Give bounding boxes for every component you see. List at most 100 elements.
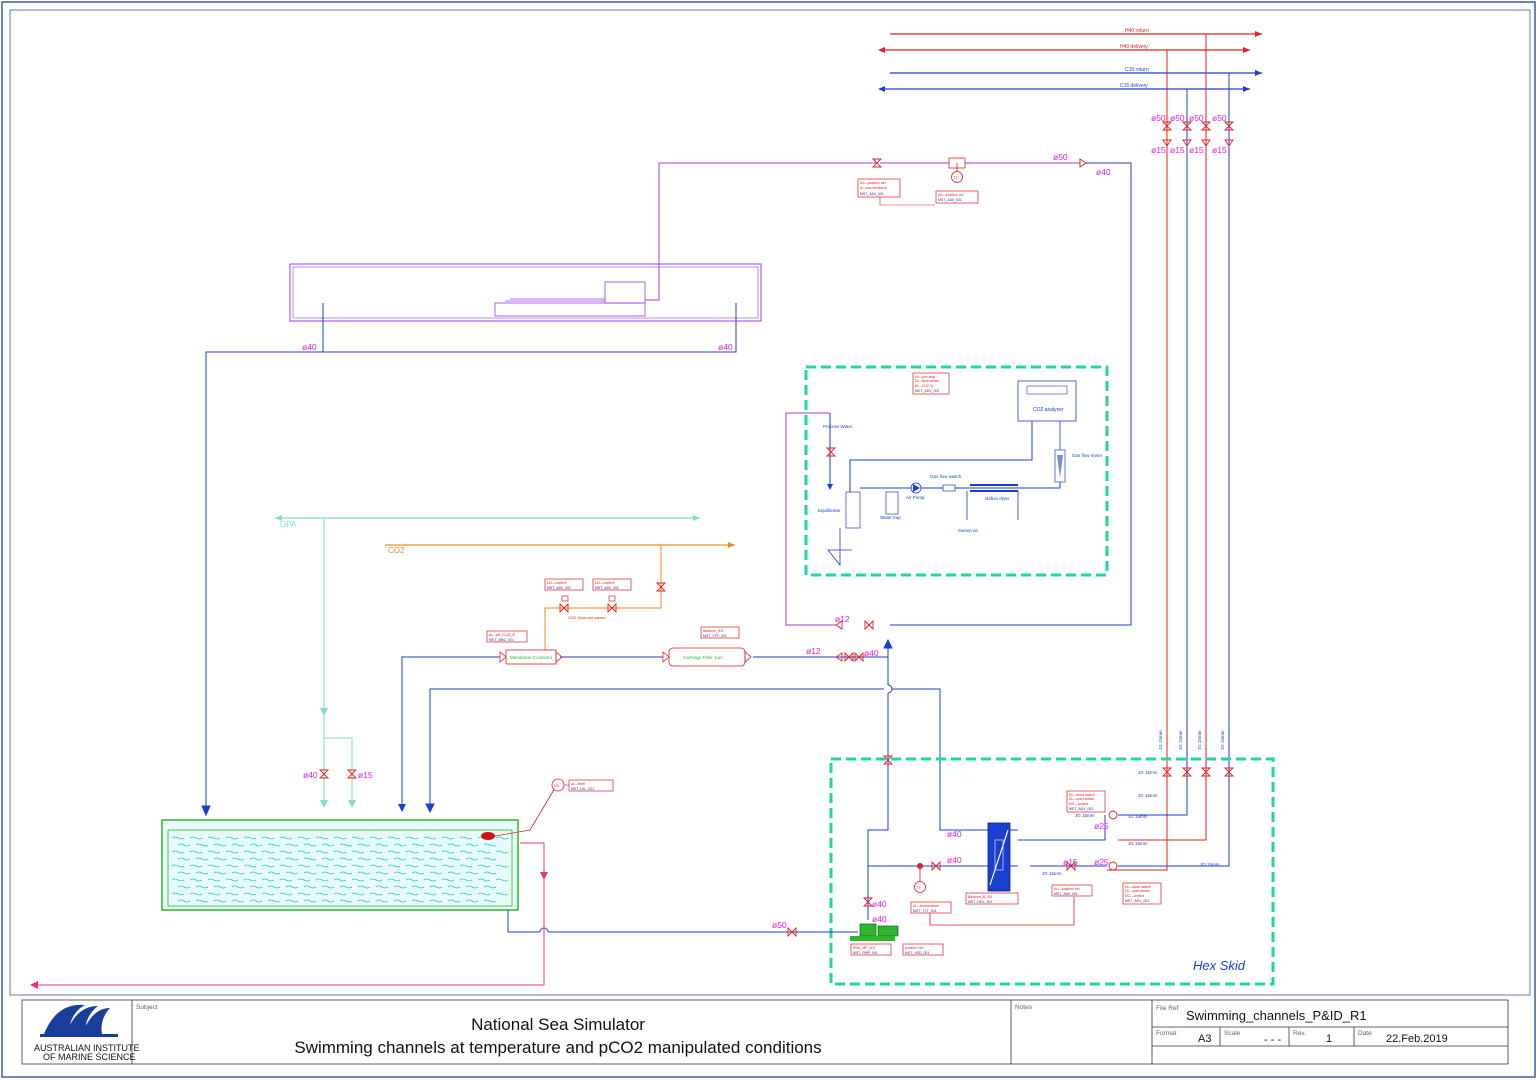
tag-t1: A0—position ctrl A—pos feedback MST_AAV_… xyxy=(857,178,901,198)
pipe-size-label: JG 15mm xyxy=(1138,770,1158,775)
water-wave xyxy=(267,843,281,847)
svg-text:Balance_B_001: Balance_B_001 xyxy=(968,895,993,899)
tag-t7: AI—pH_CL25_B MST_MBC_001 xyxy=(486,630,528,643)
title-block: AUSTRALIAN INSTITUTE OF MARINE SCIENCE S… xyxy=(21,999,1509,1065)
water-wave xyxy=(225,850,239,854)
water-wave xyxy=(423,864,437,868)
water-wave xyxy=(387,864,401,868)
size-label: ø40 xyxy=(302,342,317,352)
gpa-label: GPA xyxy=(280,520,297,529)
water-wave xyxy=(315,864,329,868)
water-wave xyxy=(393,885,407,889)
h40-delivery-label: H40 delivery xyxy=(1120,44,1148,50)
svg-text:DI—close switch: DI—close switch xyxy=(1125,885,1151,889)
arrow-right-icon xyxy=(1255,70,1262,76)
date-label: Date xyxy=(1358,1030,1372,1037)
svg-text:MST_LVL_001: MST_LVL_001 xyxy=(571,787,594,791)
svg-text:MST_AAV_002: MST_AAV_002 xyxy=(595,586,619,590)
water-wave xyxy=(285,843,299,847)
water-wave xyxy=(441,864,455,868)
membrane-contactor-label: Membrane Contactor xyxy=(510,655,553,660)
water-wave xyxy=(303,899,317,903)
water-wave xyxy=(495,836,509,840)
svg-text:AI—pH_CL25_B: AI—pH_CL25_B xyxy=(489,633,516,637)
water-wave xyxy=(351,878,365,882)
water-wave xyxy=(279,836,293,840)
water-wave xyxy=(321,885,335,889)
water-wave xyxy=(171,864,185,868)
size-label: ø15 xyxy=(1170,145,1185,155)
water-wave xyxy=(213,857,227,861)
pipe-size-label: JG 15mm xyxy=(1042,871,1062,876)
water-wave xyxy=(207,864,221,868)
water-wave xyxy=(369,836,383,840)
water-wave xyxy=(351,850,365,854)
logo-line-1: AUSTRALIAN INSTITUTE xyxy=(34,1043,140,1053)
pipe-size-label: JG 15mm xyxy=(1197,730,1202,750)
pump-icon xyxy=(859,923,877,937)
water-wave xyxy=(231,871,245,875)
water-wave xyxy=(393,843,407,847)
format-value: A3 xyxy=(1198,1033,1211,1045)
water-wave xyxy=(393,899,407,903)
gas-flow-meter-label: Gas flow meter xyxy=(1072,453,1103,458)
water-wave xyxy=(195,843,209,847)
water-wave xyxy=(231,899,245,903)
arrow-left-icon xyxy=(1243,86,1250,92)
water-wave xyxy=(357,885,371,889)
water-wave xyxy=(303,871,317,875)
file-ref-value: Swimming_channels_P&ID_R1 xyxy=(1186,1008,1367,1023)
water-wave xyxy=(213,885,227,889)
water-wave xyxy=(405,878,419,882)
water-wave xyxy=(297,850,311,854)
water-wave xyxy=(405,850,419,854)
water-wave xyxy=(261,850,275,854)
water-wave xyxy=(189,892,203,896)
water-wave xyxy=(465,899,479,903)
water-wave xyxy=(375,857,389,861)
water-wave xyxy=(423,850,437,854)
water-wave xyxy=(495,892,509,896)
svg-text:MST_AAV_001: MST_AAV_001 xyxy=(547,586,571,590)
water-wave xyxy=(465,857,479,861)
water-wave xyxy=(447,871,461,875)
water-wave xyxy=(369,878,383,882)
water-wave xyxy=(267,885,281,889)
size-label: ø25 xyxy=(1094,857,1109,867)
water-wave xyxy=(411,899,425,903)
water-wave xyxy=(339,885,353,889)
tag-t10: DI—close switch DI—open switch DO—contro… xyxy=(1122,882,1162,905)
water-wave xyxy=(195,857,209,861)
svg-text:AI—temperature: AI—temperature xyxy=(913,904,939,908)
tt-symbol-label: TT xyxy=(953,175,958,180)
water-wave xyxy=(249,885,263,889)
water-wave xyxy=(231,885,245,889)
format-label: Format xyxy=(1156,1030,1177,1037)
water-wave xyxy=(177,843,191,847)
svg-text:MST_AAV_001: MST_AAV_001 xyxy=(860,192,884,196)
water-wave xyxy=(483,885,497,889)
water-wave xyxy=(357,857,371,861)
cartridge-filter-label: Cartridge Filter 1um xyxy=(683,655,723,660)
water-wave xyxy=(405,836,419,840)
water-wave xyxy=(171,836,185,840)
water-wave xyxy=(267,871,281,875)
water-wave xyxy=(477,864,491,868)
size-label: ø50 xyxy=(1151,113,1166,123)
size-label: ø50 xyxy=(1189,113,1204,123)
three-way-valve-icon xyxy=(1108,810,1118,820)
scale-label: Scale xyxy=(1224,1030,1241,1037)
size-label: ø15 xyxy=(1063,857,1078,867)
water-wave xyxy=(423,836,437,840)
svg-text:A—pos feedback: A—pos feedback xyxy=(860,186,887,190)
size-label: ø50 xyxy=(1170,113,1185,123)
water-wave xyxy=(483,857,497,861)
water-wave xyxy=(249,899,263,903)
water-wave xyxy=(285,871,299,875)
water-wave xyxy=(483,843,497,847)
water-wave xyxy=(405,864,419,868)
water-wave xyxy=(369,892,383,896)
water-wave xyxy=(429,885,443,889)
motor-icon xyxy=(877,925,899,937)
